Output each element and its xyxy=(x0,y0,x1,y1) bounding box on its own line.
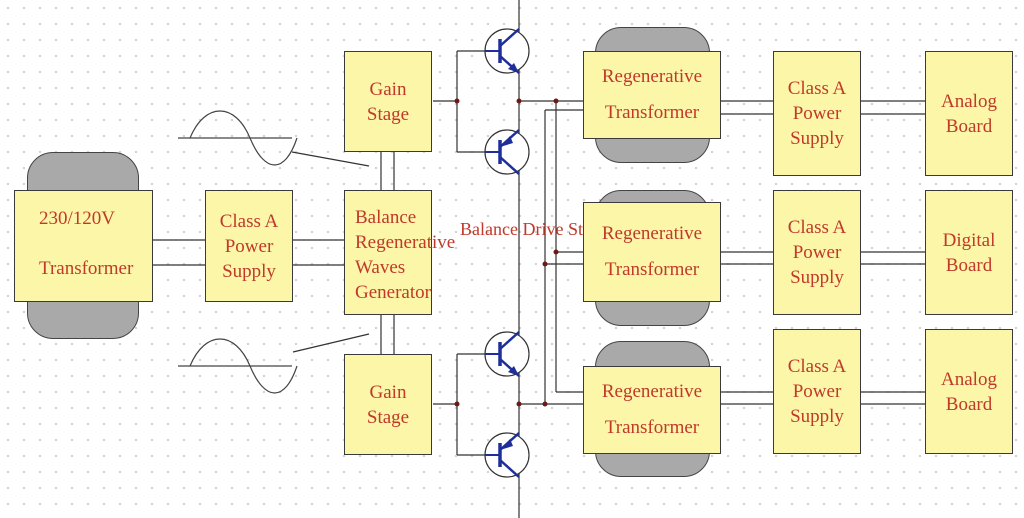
junction-dot xyxy=(553,98,559,104)
supply-label-line: Power xyxy=(224,235,274,257)
transformer-label-line: Transformer xyxy=(604,102,700,123)
transformer-label-line: Transformer xyxy=(604,417,700,438)
board-label-line: Board xyxy=(945,254,993,276)
supply-label-line: Supply xyxy=(222,260,276,282)
transistor-pnp-icon xyxy=(484,129,530,175)
supply-label-line: Power xyxy=(792,381,842,402)
junction-dot xyxy=(516,98,522,104)
junction-dot xyxy=(553,249,559,255)
analog-board-2: Analog Board xyxy=(925,329,1013,454)
generator-label-line: Balance xyxy=(355,207,417,228)
junction-dot xyxy=(454,98,460,104)
balance-drive-stage-label: Balance Drive Stage xyxy=(460,217,608,241)
supply-label-line: Power xyxy=(792,103,842,124)
balance-regenerative-waves-generator: Balance Regenerative Waves Generator xyxy=(344,190,455,315)
class-a-power-supply-main: Class A Power Supply xyxy=(205,190,293,302)
supply-label-line: Power xyxy=(792,242,842,263)
gain-stage-top: Gain Stage xyxy=(344,51,432,152)
supply-label-line: Class A xyxy=(787,78,847,99)
regenerative-transformer-3: Regenerative Transformer xyxy=(583,366,721,454)
transformer-label-line: Transformer xyxy=(604,259,700,280)
sine-waveforms xyxy=(178,110,298,394)
transformer-label-line: Regenerative xyxy=(601,66,703,87)
transformer-label-line: Regenerative xyxy=(601,381,703,402)
supply-label-line: Class A xyxy=(219,210,279,232)
transistor-npn-icon xyxy=(484,331,530,377)
board-label-line: Board xyxy=(945,115,993,137)
class-a-power-supply-1: Class A Power Supply xyxy=(773,51,861,176)
input-transformer-voltage: 230/120V xyxy=(39,208,115,229)
transformer-label-line: Regenerative xyxy=(601,223,703,244)
regenerative-transformer-1: Regenerative Transformer xyxy=(583,51,721,139)
class-a-power-supply-2: Class A Power Supply xyxy=(773,190,861,315)
regenerative-transformer-2: Regenerative Transformer xyxy=(583,202,721,302)
wire-junctions xyxy=(454,98,559,407)
sine-wave-bottom xyxy=(189,338,298,394)
gain-stage-label-line: Gain xyxy=(369,381,407,403)
generator-label-line: Generator xyxy=(355,282,431,303)
board-label-line: Digital xyxy=(942,229,996,251)
digital-board: Digital Board xyxy=(925,190,1013,315)
transistor-pnp-icon xyxy=(484,432,530,478)
generator-label-line: Waves xyxy=(355,257,406,278)
drive-label-line: Drive xyxy=(522,219,564,239)
board-label-line: Board xyxy=(945,393,993,415)
wires xyxy=(152,0,925,518)
generator-label-line: Regenerative xyxy=(355,232,456,253)
sine-wave-top xyxy=(189,110,298,166)
supply-label-line: Class A xyxy=(787,217,847,238)
input-transformer-label: Transformer xyxy=(39,258,134,279)
analog-board-1: Analog Board xyxy=(925,51,1013,176)
gain-stage-label-line: Gain xyxy=(369,78,407,100)
junction-dot xyxy=(542,401,548,407)
board-label-line: Analog xyxy=(941,90,997,112)
supply-label-line: Class A xyxy=(787,356,847,377)
supply-label-line: Supply xyxy=(790,128,844,149)
supply-label-line: Supply xyxy=(790,406,844,427)
transistor-npn-icon xyxy=(484,28,530,74)
input-transformer-box: 230/120V Transformer xyxy=(14,190,153,302)
junction-dot xyxy=(516,401,522,407)
gain-stage-label-line: Stage xyxy=(366,406,410,428)
transistor-symbols xyxy=(484,28,530,478)
junction-dot xyxy=(454,401,460,407)
supply-label-line: Supply xyxy=(790,267,844,288)
board-label-line: Analog xyxy=(941,368,997,390)
drive-label-line: Balance xyxy=(460,219,518,239)
gain-stage-label-line: Stage xyxy=(366,103,410,125)
junction-dot xyxy=(542,261,548,267)
class-a-power-supply-3: Class A Power Supply xyxy=(773,329,861,454)
gain-stage-bottom: Gain Stage xyxy=(344,354,432,455)
